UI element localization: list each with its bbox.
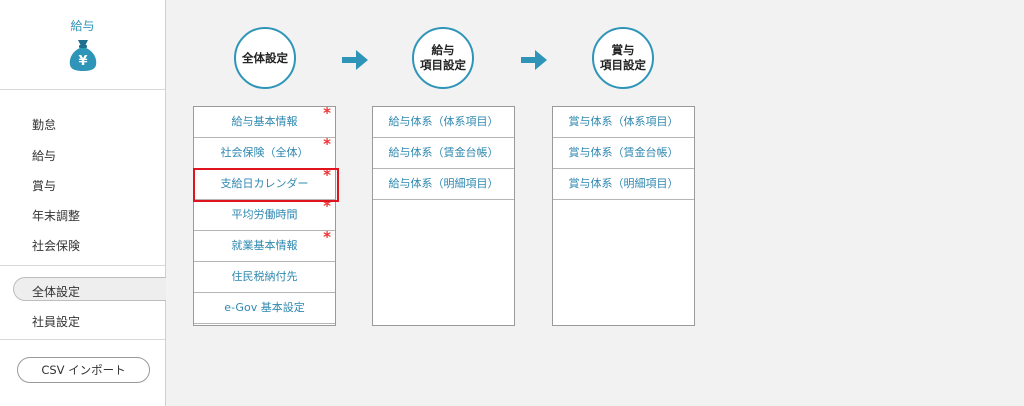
cell-label: 給与体系（明細項目） bbox=[388, 177, 499, 190]
panel-link-bonus-system-items[interactable]: 賞与体系（体系項目） bbox=[553, 107, 694, 138]
required-mark: * bbox=[323, 166, 331, 184]
panel-link-social-insurance[interactable]: 社会保険（全体） * bbox=[194, 135, 335, 169]
sidebar-item-year-end[interactable]: 年末調整 bbox=[32, 209, 81, 223]
cell-label: 支給日カレンダー bbox=[220, 177, 309, 190]
required-mark: * bbox=[323, 135, 331, 153]
panel-link-salary-statement-items[interactable]: 給与体系（明細項目） bbox=[373, 169, 514, 200]
cell-label: 賞与体系（体系項目） bbox=[568, 115, 679, 128]
panel-link-salary-basic-info[interactable]: 給与基本情報 * bbox=[194, 104, 335, 138]
salary-item-settings-panel: 給与体系（体系項目） 給与体系（賃金台帳） 給与体系（明細項目） bbox=[372, 106, 515, 326]
money-bag-icon: ¥ bbox=[69, 40, 97, 71]
cell-label: 賞与体系（賃金台帳） bbox=[568, 146, 679, 159]
csv-import-button[interactable]: CSV インポート bbox=[17, 357, 150, 383]
cell-label: e-Gov 基本設定 bbox=[224, 301, 305, 314]
sidebar-item-employee-settings[interactable]: 社員設定 bbox=[32, 315, 81, 329]
cell-label: 住民税納付先 bbox=[231, 270, 298, 283]
sidebar-item-salary[interactable]: 給与 bbox=[32, 149, 57, 163]
sidebar-divider bbox=[0, 265, 165, 266]
required-mark: * bbox=[323, 197, 331, 215]
required-mark: * bbox=[323, 104, 331, 122]
sidebar-title: 給与 bbox=[70, 19, 95, 33]
panel-link-average-working-hours[interactable]: 平均労働時間 * bbox=[194, 197, 335, 231]
svg-text:¥: ¥ bbox=[78, 54, 87, 69]
panel-link-payday-calendar[interactable]: 支給日カレンダー * bbox=[194, 166, 335, 200]
panel-link-egov-settings[interactable]: e-Gov 基本設定 bbox=[194, 293, 335, 324]
panel-link-salary-system-items[interactable]: 給与体系（体系項目） bbox=[373, 107, 514, 138]
step-label: 賞与 bbox=[611, 43, 635, 57]
sidebar-item-social-insurance[interactable]: 社会保険 bbox=[32, 239, 81, 253]
panel-link-bonus-wage-ledger[interactable]: 賞与体系（賃金台帳） bbox=[553, 138, 694, 169]
cell-label: 給与体系（体系項目） bbox=[388, 115, 499, 128]
sidebar-header: 給与 ¥ bbox=[0, 0, 165, 90]
bonus-item-settings-panel: 賞与体系（体系項目） 賞与体系（賃金台帳） 賞与体系（明細項目） bbox=[552, 106, 695, 326]
panel-link-work-basic-info[interactable]: 就業基本情報 * bbox=[194, 228, 335, 262]
cell-label: 社会保険（全体） bbox=[220, 146, 309, 159]
sidebar-item-general-settings[interactable]: 全体設定 bbox=[13, 277, 166, 301]
step-bonus-item-settings: 賞与 項目設定 bbox=[592, 27, 654, 89]
required-mark: * bbox=[323, 228, 331, 246]
cell-label: 就業基本情報 bbox=[231, 239, 298, 252]
step-label: 全体設定 bbox=[242, 50, 288, 65]
sidebar-item-label: 全体設定 bbox=[32, 285, 81, 299]
arrow-right-icon bbox=[521, 50, 547, 70]
sidebar: 給与 ¥ 勤怠 給与 賞与 年末調整 社会保険 全体設定 社員設定 CSV イン… bbox=[0, 0, 166, 406]
general-settings-panel: 給与基本情報 * 社会保険（全体） * 支給日カレンダー * 平均労働時間 * … bbox=[193, 104, 336, 326]
step-label: 項目設定 bbox=[600, 58, 646, 72]
cell-label: 給与体系（賃金台帳） bbox=[388, 146, 499, 159]
sidebar-divider bbox=[0, 339, 165, 340]
panel-link-salary-wage-ledger[interactable]: 給与体系（賃金台帳） bbox=[373, 138, 514, 169]
cell-label: 賞与体系（明細項目） bbox=[568, 177, 679, 190]
sidebar-item-attendance[interactable]: 勤怠 bbox=[32, 118, 57, 132]
step-label: 項目設定 bbox=[420, 58, 466, 72]
cell-label: 給与基本情報 bbox=[231, 115, 298, 128]
arrow-right-icon bbox=[342, 50, 368, 70]
step-general-settings: 全体設定 bbox=[234, 27, 296, 89]
step-salary-item-settings: 給与 項目設定 bbox=[412, 27, 474, 89]
panel-link-resident-tax-payee[interactable]: 住民税納付先 bbox=[194, 262, 335, 293]
sidebar-item-bonus[interactable]: 賞与 bbox=[32, 179, 57, 193]
step-label: 給与 bbox=[431, 43, 455, 57]
cell-label: 平均労働時間 bbox=[231, 208, 298, 221]
panel-link-bonus-statement-items[interactable]: 賞与体系（明細項目） bbox=[553, 169, 694, 200]
